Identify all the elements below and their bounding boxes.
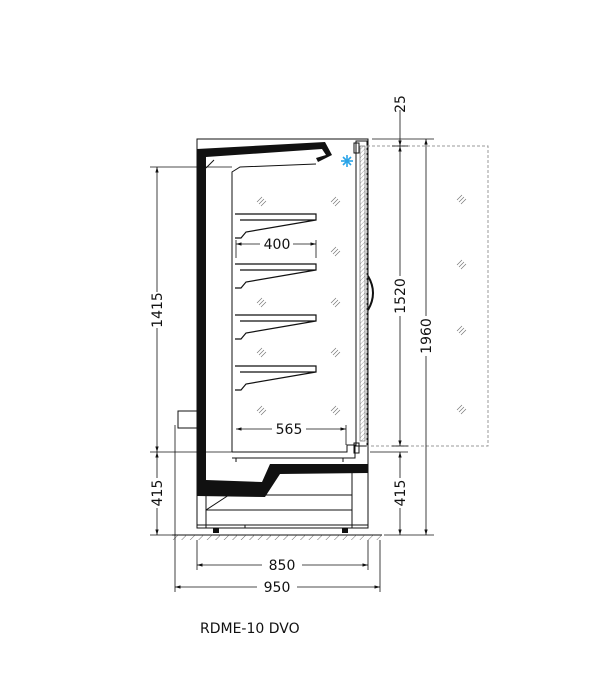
dim-base-height-left: 415 — [150, 480, 166, 507]
dim-base-height-right: 415 — [393, 480, 409, 507]
shelves — [235, 213, 317, 391]
shelf — [235, 314, 317, 340]
dimension-lines — [150, 110, 434, 592]
dim-shelf-depth: 400 — [264, 237, 291, 253]
door-handle — [367, 275, 374, 311]
floor — [172, 534, 382, 540]
snowflake-icon — [341, 155, 353, 167]
feet — [213, 528, 348, 533]
dim-door-height: 1520 — [393, 278, 409, 314]
door-open-outline — [366, 145, 489, 447]
dim-total-depth: 950 — [264, 580, 291, 596]
dim-interior-height: 1415 — [150, 292, 166, 328]
glass-marks — [256, 194, 467, 416]
dim-bottom-depth: 565 — [276, 422, 303, 438]
interior-liner — [231, 163, 356, 462]
glass-door — [353, 140, 368, 454]
dim-total-height: 1960 — [419, 318, 435, 354]
insulation-wall — [197, 142, 368, 497]
dim-cabinet-depth: 850 — [269, 558, 296, 574]
model-label: RDME-10 DVO — [200, 621, 300, 637]
dim-top-offset: 25 — [393, 95, 409, 113]
shelf — [235, 213, 317, 239]
shelf — [235, 365, 317, 391]
compressor-box — [177, 410, 198, 429]
shelf — [235, 263, 317, 289]
